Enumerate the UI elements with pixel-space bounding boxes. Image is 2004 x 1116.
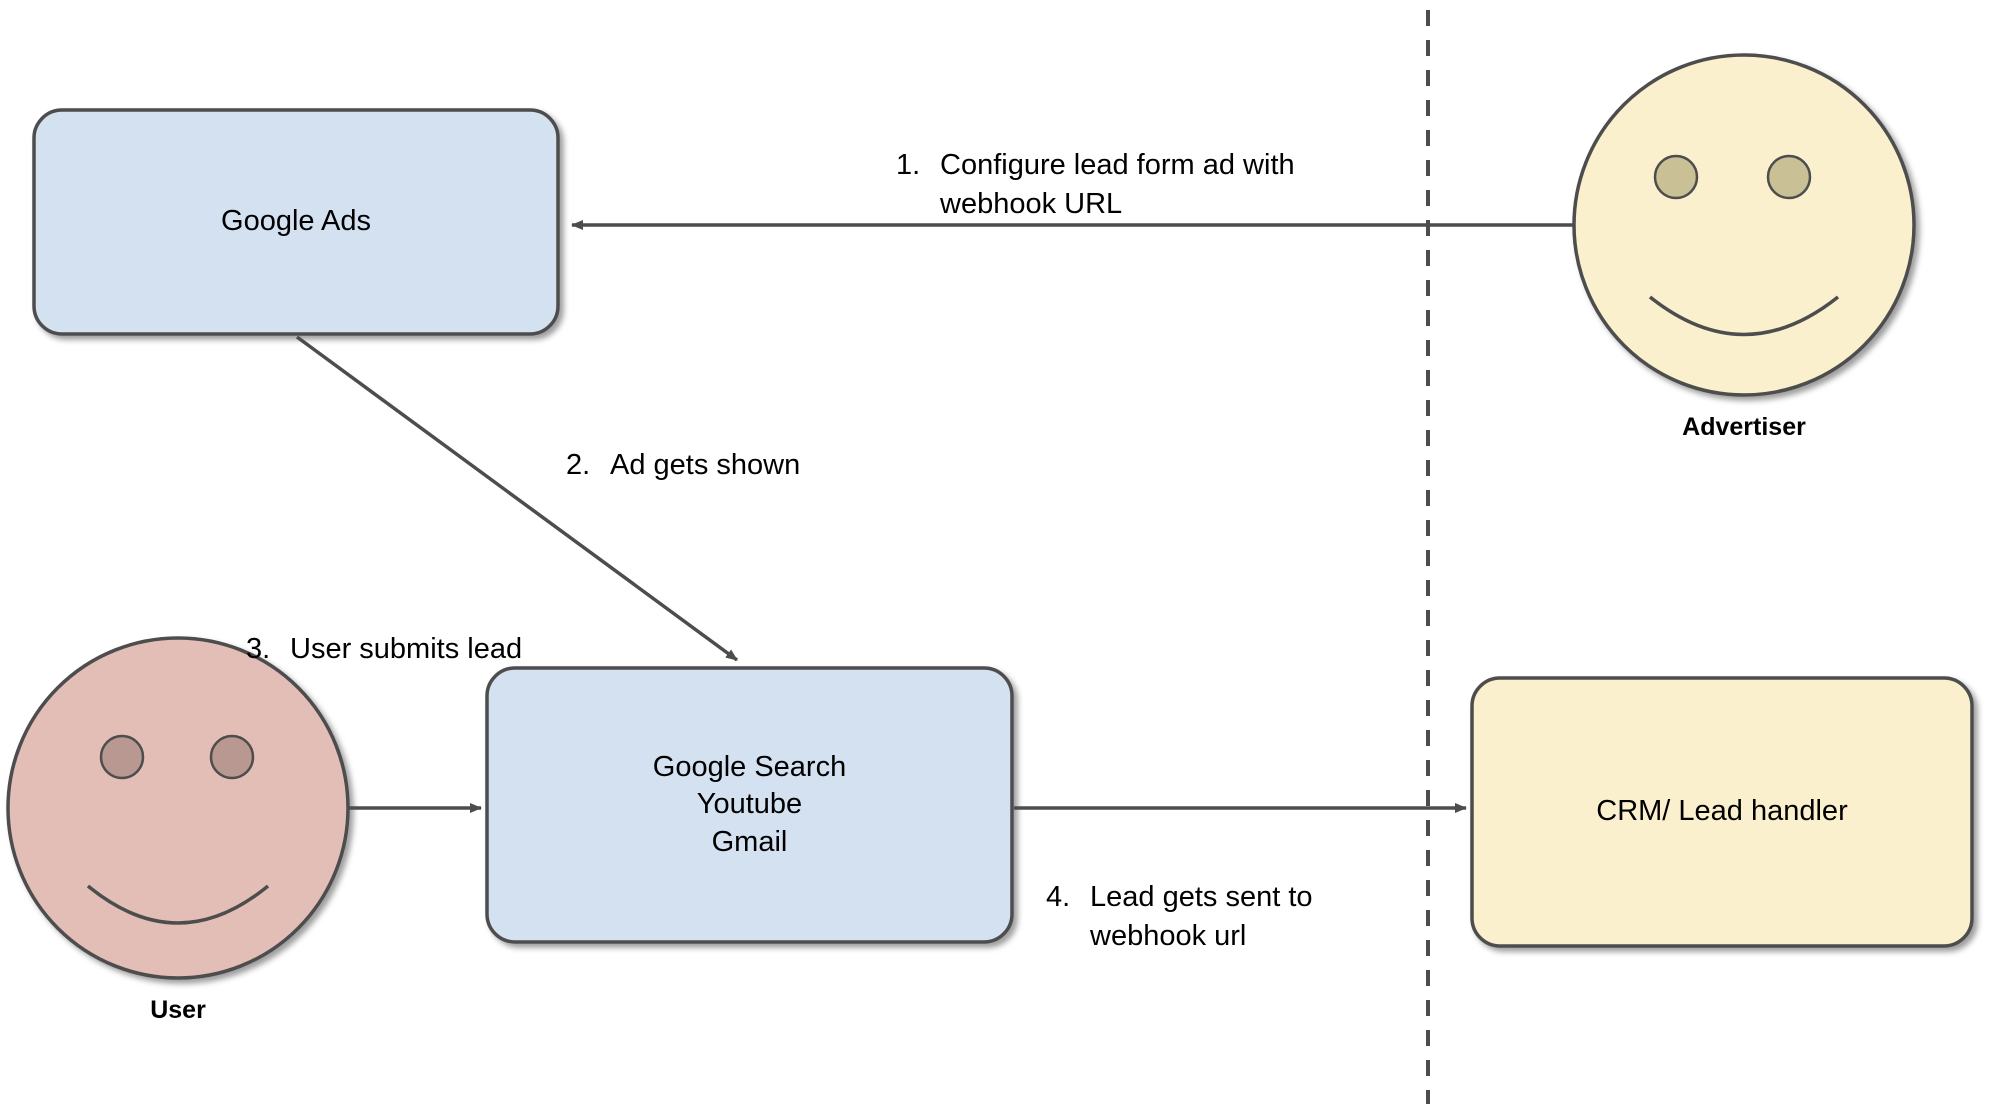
edge-step-3-label: 3. User submits lead [246, 592, 606, 669]
user-face-icon[interactable] [6, 636, 350, 980]
node-google-ads-shape[interactable] [32, 108, 560, 336]
edge-step-4-number: 4. [1046, 881, 1071, 914]
advertiser-right-eye-icon [1766, 154, 1812, 200]
edge-step-2-number: 2. [566, 449, 591, 482]
advertiser-smile-icon [1648, 295, 1840, 337]
advertiser-caption: Advertiser [1682, 413, 1806, 441]
node-crm-shape[interactable] [1470, 676, 1974, 948]
user-left-eye-icon [99, 734, 145, 780]
user-caption: User [150, 996, 206, 1024]
edge-step-3-number: 3. [246, 633, 271, 666]
user-right-eye-icon [209, 734, 255, 780]
edge-step-1-number: 1. [896, 149, 921, 182]
edge-step-2-label: 2. Ad gets shown [566, 408, 906, 485]
node-google-properties-shape[interactable] [485, 666, 1014, 944]
edge-step-2-arrow [295, 335, 739, 662]
edge-step-3-text: User submits lead [290, 633, 523, 666]
edge-step-1-label: 1. Configure lead form ad with webhook UR… [896, 108, 1416, 223]
advertiser-face-icon[interactable] [1572, 53, 1916, 397]
edge-step-4-label: 4. Lead gets sent to webhook url [1046, 840, 1406, 955]
edge-step-4-text: Lead gets sent to webhook url [1090, 881, 1313, 952]
advertiser-left-eye-icon [1653, 154, 1699, 200]
edge-step-1-text: Configure lead form ad with webhook URL [940, 149, 1295, 220]
user-smile-icon [86, 884, 270, 925]
edge-step-2-text: Ad gets shown [610, 449, 801, 482]
